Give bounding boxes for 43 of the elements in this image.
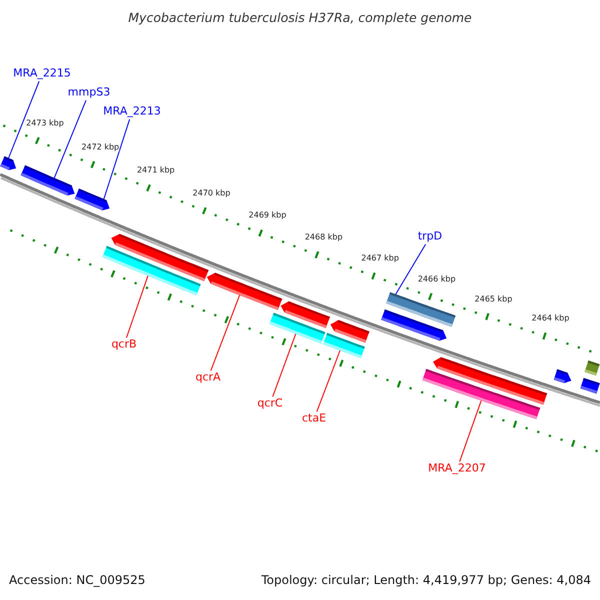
tick-label: 2471 kbp: [136, 166, 175, 175]
leader-line: [210, 294, 240, 372]
gene-label: qcrC: [257, 398, 283, 410]
leader-line: [126, 275, 148, 338]
gene-block: [554, 369, 572, 384]
footer-note: Accession: NC_009525: [9, 574, 146, 588]
tick-label: 2468 kbp: [304, 232, 343, 242]
leader-line: [459, 400, 482, 462]
gene-label: MRA_2215: [13, 68, 71, 80]
gene-block: [330, 320, 370, 343]
gene-block: [20, 165, 75, 196]
leader-line: [316, 350, 340, 412]
gene-label: qcrA: [195, 372, 221, 384]
gene-label: mmpS3: [68, 86, 110, 100]
gene-bar: [584, 360, 600, 376]
gene-block: [580, 378, 600, 394]
gene-label: trpD: [418, 230, 442, 244]
gene-block: [206, 272, 282, 310]
tick-label: 2467 kbp: [361, 254, 399, 263]
map-title: Mycobacterium tuberculosis H37Ra, complete genome: [128, 10, 472, 26]
leader-line: [54, 100, 86, 178]
leader-line: [8, 80, 40, 158]
gene-bar: [386, 292, 456, 327]
gene-label: MRA_2207: [428, 462, 486, 476]
leader-line: [395, 244, 426, 295]
gene-label: MRA_2213: [103, 106, 161, 118]
gene-label: qcrB: [111, 338, 137, 352]
footer-note: Topology: circular; Length: 4,419,977 bp; Genes: 4,084: [261, 574, 591, 588]
gene-label: ctaE: [302, 412, 326, 426]
tick-label: 2470 kbp: [192, 188, 230, 198]
gene-block: [280, 301, 330, 328]
leader-line: [272, 333, 296, 398]
tick-label: 2472 kbp: [81, 142, 120, 152]
tick-label: 2464 kbp: [532, 313, 570, 323]
gene-block: [111, 234, 209, 282]
gene-block: [0, 156, 16, 170]
tick-label: 2469 kbp: [248, 210, 286, 220]
leader-line: [103, 118, 130, 200]
gene-block: [74, 188, 110, 210]
tick-label: 2465 kbp: [474, 294, 512, 304]
tick-label: 2466 kbp: [418, 274, 456, 284]
tick-label: 2473 kbp: [26, 118, 64, 128]
gene-block: [433, 357, 548, 405]
